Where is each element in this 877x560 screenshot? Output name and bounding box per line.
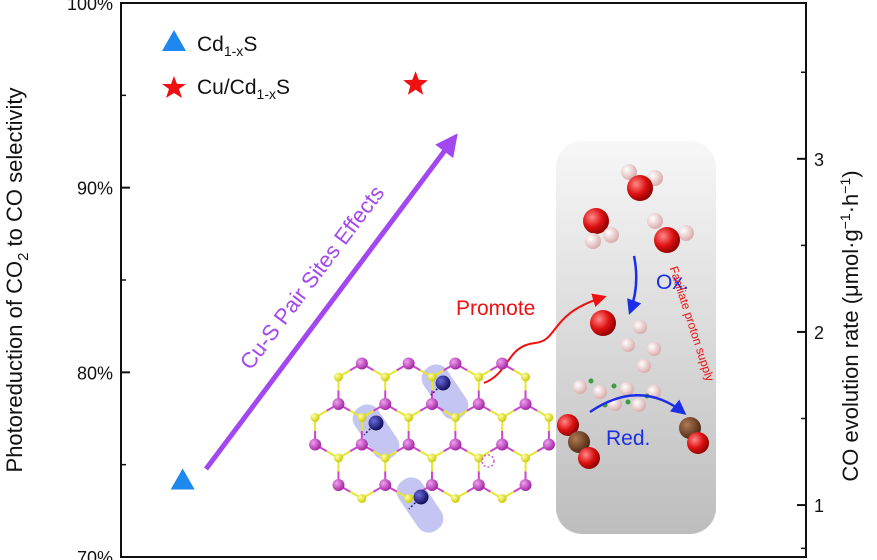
oxidation-label: Ox. — [656, 271, 689, 294]
sulfur-atom — [521, 372, 531, 382]
cadmium-atom — [426, 479, 438, 491]
water-molecule-right — [647, 213, 694, 253]
left-axis-label-subscript: 2 — [15, 253, 32, 261]
sulfur-atom — [497, 413, 507, 422]
sulfur-atom — [404, 413, 414, 422]
sulfur-atom — [333, 453, 343, 463]
left-tick-label: 90% — [77, 179, 113, 199]
legend-cucds-tail: S — [276, 76, 290, 99]
copper-atom — [413, 489, 429, 505]
sulfur-atom — [427, 453, 437, 463]
left-axis-ticks: 70% 80% 90% 100% — [67, 0, 130, 560]
cadmium-atom — [402, 357, 415, 370]
right-axis-label-part-2: ·h — [838, 194, 863, 214]
right-axis-label: CO evolution rate (μmol·g−1·h−1) — [837, 170, 863, 481]
right-axis-label-sup-2: −1 — [837, 178, 853, 194]
cadmium-atom — [519, 479, 532, 491]
left-axis-label: Photoreduction of CO2 to CO selectivity — [2, 88, 32, 473]
sulfur-atom — [521, 453, 531, 463]
sulfur-atom — [357, 413, 367, 422]
legend-cucds-base: Cu/Cd — [197, 76, 257, 99]
sulfur-atom — [427, 372, 437, 382]
left-axis-label-part-1: Photoreduction of CO — [2, 261, 27, 473]
cadmium-atom — [496, 357, 509, 370]
proton-cluster — [573, 320, 661, 412]
cadmium-atom — [496, 438, 509, 451]
sulfur-atom — [497, 494, 507, 503]
cadmium-atom — [379, 398, 392, 410]
sulfur-atom — [357, 494, 367, 503]
cu-s-bond — [408, 496, 422, 510]
co-molecule — [679, 417, 709, 454]
cadmium-atom — [472, 479, 485, 491]
cds-lattice — [309, 357, 555, 533]
left-tick-label: 70% — [77, 548, 113, 560]
cadmium-atom — [355, 357, 368, 370]
sulfur-atom — [450, 413, 460, 422]
legend-entry-cds: Cd1-xS — [197, 33, 257, 59]
copper-atom — [435, 375, 451, 391]
promote-arrow — [483, 293, 607, 384]
legend: Cd1-xS Cu/Cd1-xS — [162, 30, 290, 102]
right-tick-label: 1 — [814, 496, 824, 516]
cu-cds-data-point — [403, 71, 428, 95]
legend-star-marker — [162, 76, 186, 98]
cu-s-pair-highlight — [396, 477, 444, 533]
cadmium-atom — [379, 479, 392, 491]
cadmium-atom — [449, 438, 462, 451]
oxygen-product — [590, 310, 616, 336]
legend-cucds-subscript: 1-x — [257, 86, 276, 102]
promote-label: Promote — [456, 297, 535, 320]
cadmium-atom — [332, 398, 345, 410]
reduction-arrow — [589, 394, 687, 415]
cadmium-atom — [449, 357, 462, 370]
sulfur-atom — [404, 494, 414, 503]
sulfur-atom — [474, 372, 484, 382]
legend-entry-cu-cds: Cu/Cd1-xS — [197, 76, 290, 102]
right-tick-label: 3 — [814, 150, 824, 170]
effect-arrow — [204, 133, 458, 471]
cadmium-atom — [472, 398, 485, 410]
cu-s-bond — [363, 422, 377, 436]
sulfur-atom — [380, 372, 390, 382]
legend-cds-tail: S — [243, 33, 257, 56]
cadmium-atom — [519, 398, 532, 410]
legend-cds-base: Cd — [197, 33, 224, 56]
right-axis-ticks: 1 2 3 — [797, 71, 824, 550]
left-axis-label-part-2: to CO selectivity — [2, 88, 27, 253]
right-axis-label-sup-1: −1 — [837, 213, 853, 229]
effect-arrow-label: Cu-S Pair Sites Effects — [235, 181, 389, 374]
sulfur-atom — [310, 413, 320, 422]
cadmium-atom — [426, 398, 438, 410]
cadmium-atom — [309, 438, 322, 451]
sulfur-atom — [380, 453, 390, 463]
left-tick-label: 100% — [67, 0, 113, 14]
sulfur-atom — [333, 372, 343, 382]
right-axis-label-part-1: CO evolution rate (μmol·g — [838, 229, 863, 481]
cadmium-atom — [355, 438, 368, 451]
right-tick-label: 2 — [814, 323, 824, 343]
legend-triangle-marker — [162, 30, 186, 51]
cds-data-point — [170, 468, 195, 490]
water-molecule-top — [621, 164, 663, 201]
sulfur-atom — [544, 413, 554, 422]
oxidation-arrow — [627, 255, 642, 315]
co2-molecule — [557, 414, 600, 469]
reduction-label: Red. — [606, 427, 650, 450]
cadmium-atom — [402, 438, 415, 451]
cadmium-vacancy — [481, 454, 495, 468]
cadmium-atom — [332, 479, 345, 491]
cu-s-bond — [430, 382, 444, 396]
data-points — [170, 71, 428, 490]
water-molecule-left — [583, 208, 619, 249]
cadmium-atom — [542, 438, 555, 451]
copper-atom — [368, 415, 384, 431]
right-axis-label-part-3: ) — [838, 170, 863, 177]
sulfur-atom — [474, 453, 484, 463]
left-tick-label: 80% — [77, 363, 113, 383]
sulfur-atom — [450, 494, 460, 503]
legend-cds-subscript: 1-x — [224, 43, 243, 59]
